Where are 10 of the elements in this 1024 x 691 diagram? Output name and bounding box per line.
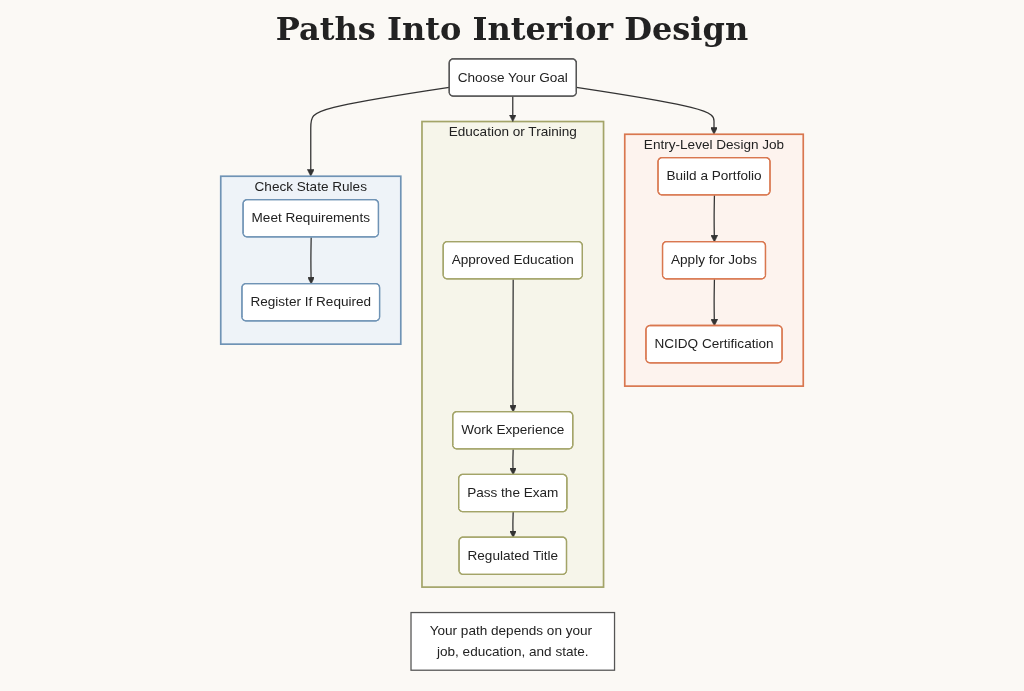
arrow [509,511,517,538]
arrow [509,448,517,476]
arrow [509,95,517,122]
arrow [307,236,315,285]
diagram-title: Paths Into Interior Design [274,10,750,48]
arrow [307,86,450,177]
arrow [509,278,517,413]
node-box: Your path depends on your job, education, and state. [410,611,616,671]
arrow [710,278,719,327]
arrow [710,194,719,243]
